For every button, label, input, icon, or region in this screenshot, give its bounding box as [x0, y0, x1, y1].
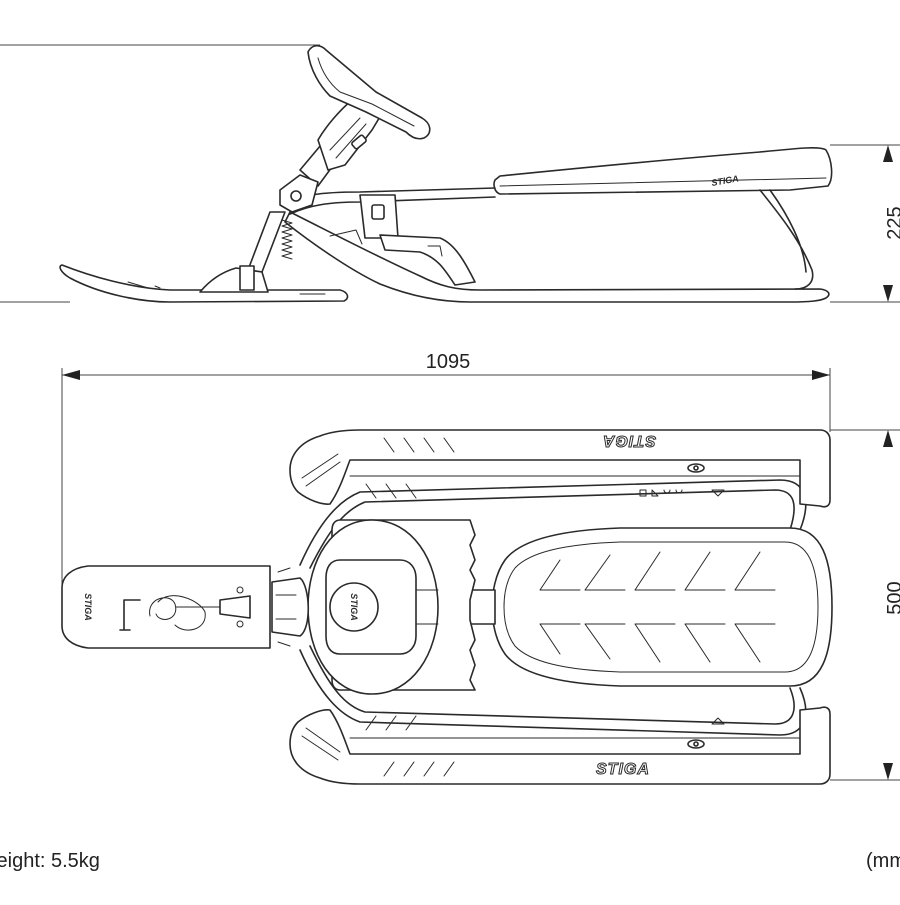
top-view: 500 STIGA STIGA	[61, 429, 900, 785]
height-dimension-label: 225	[884, 206, 900, 239]
side-front-joint	[279, 174, 319, 213]
side-brake-plate	[379, 234, 476, 286]
weight-label: Weight: 5.5kg	[0, 850, 100, 872]
height-arrow-bottom	[883, 285, 893, 302]
unit-label: (mm)	[866, 850, 900, 872]
top-runner-lower	[289, 706, 831, 785]
top-frame-tube	[299, 479, 807, 736]
height-arrow-top	[883, 145, 893, 162]
width-arrow-top	[883, 430, 893, 447]
side-front-fork	[247, 211, 286, 273]
svg-text:STIGA: STIGA	[83, 593, 93, 621]
width-dimension-label: 500	[884, 581, 900, 614]
svg-text:STIGA: STIGA	[349, 593, 359, 621]
side-seat-rear-strut	[759, 189, 814, 290]
svg-text:STIGA: STIGA	[602, 432, 656, 449]
svg-text:STIGA: STIGA	[711, 173, 740, 188]
top-runner-upper	[289, 429, 831, 508]
side-seat	[493, 147, 833, 195]
top-seat	[491, 527, 833, 687]
width-arrow-bottom	[883, 763, 893, 780]
top-front-hub	[271, 577, 310, 637]
length-dimension: 1095	[61, 351, 831, 590]
side-spring	[281, 219, 293, 260]
side-ski-binding	[199, 267, 269, 293]
top-front-ski	[61, 565, 271, 649]
length-dimension-label: 1095	[426, 351, 471, 373]
side-view: STIGA 225	[0, 44, 900, 303]
side-steering-wheel	[307, 44, 431, 140]
side-main-runner	[284, 211, 830, 303]
svg-text:STIGA: STIGA	[596, 761, 650, 778]
side-front-ski	[59, 264, 349, 303]
